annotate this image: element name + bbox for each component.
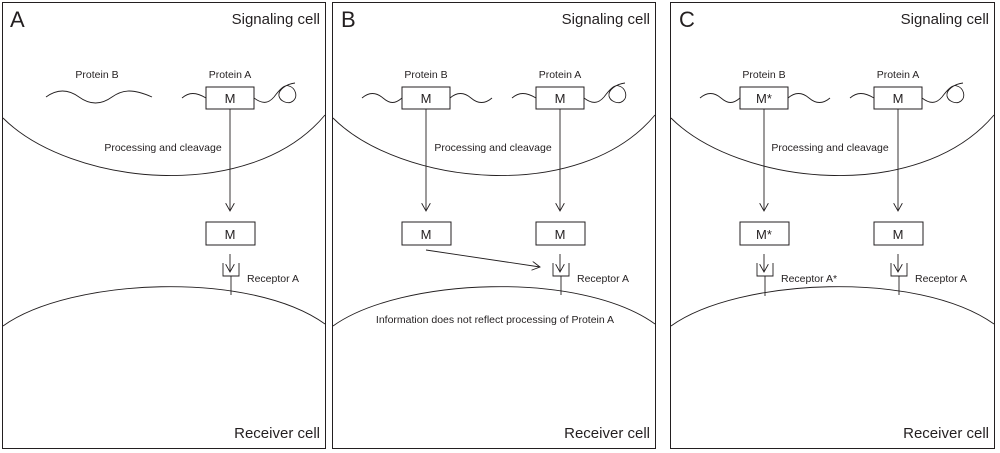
- receptor-label: Receptor A: [915, 273, 967, 285]
- protein-a-chain-left: [181, 93, 207, 99]
- panel-b: B Signaling cell Receiver cell Protein B…: [332, 2, 656, 449]
- protein-b-chain-left: [361, 93, 403, 103]
- receiver-cell-membrane: [670, 286, 995, 327]
- protein-a-chain-left: [511, 93, 537, 99]
- protein-a-chain-left: [849, 93, 875, 99]
- panel-letter: A: [10, 7, 25, 32]
- m-star-ligand-label: M*: [756, 227, 772, 242]
- panel-frame: [2, 2, 326, 449]
- protein-a-label: Protein A: [539, 69, 582, 81]
- protein-a-m-label: M: [225, 91, 236, 106]
- receptor-star-label: Receptor A*: [781, 273, 837, 285]
- protein-a-m-label: M: [893, 91, 904, 106]
- signaling-cell-label: Signaling cell: [901, 11, 989, 28]
- information-note: Information does not reflect processing …: [376, 314, 614, 326]
- protein-a-tail: [921, 82, 965, 104]
- receiver-cell-membrane: [332, 286, 656, 327]
- receptor-a: [222, 263, 240, 295]
- protein-b-label: Protein B: [75, 69, 118, 81]
- processing-label: Processing and cleavage: [771, 142, 888, 154]
- processing-label: Processing and cleavage: [434, 142, 551, 154]
- receiver-cell-label: Receiver cell: [903, 425, 989, 442]
- protein-b-m-label: M*: [756, 91, 772, 106]
- protein-b-chain-right: [787, 93, 831, 103]
- m-ligand-label-b: M: [421, 227, 432, 242]
- receptor-label: Receptor A: [577, 273, 629, 285]
- receptor-a: [552, 263, 570, 295]
- panel-c: C Signaling cell Receiver cell Protein B…: [670, 2, 995, 449]
- receiver-cell-label: Receiver cell: [234, 425, 320, 442]
- protein-b-m-label: M: [421, 91, 432, 106]
- cross-binding-arrow: [425, 249, 540, 267]
- receptor-a: [890, 263, 908, 295]
- receptor-label: Receptor A: [247, 273, 299, 285]
- m-ligand-box-a: [535, 221, 586, 246]
- m-star-ligand-box: [739, 221, 790, 246]
- m-ligand-box: [205, 221, 256, 246]
- signaling-cell-label: Signaling cell: [232, 11, 320, 28]
- receiver-cell-label: Receiver cell: [564, 425, 650, 442]
- protein-a-label: Protein A: [209, 69, 252, 81]
- m-ligand-label-a: M: [555, 227, 566, 242]
- protein-a-tail: [253, 82, 297, 104]
- protein-b-chain-left: [699, 93, 741, 103]
- protein-b-label: Protein B: [742, 69, 785, 81]
- panel-frame: [332, 2, 656, 449]
- m-ligand-label: M: [225, 227, 236, 242]
- processing-label: Processing and cleavage: [104, 142, 221, 154]
- signaling-cell-membrane: [2, 114, 326, 176]
- m-ligand-box: [873, 221, 924, 246]
- signaling-cell-label: Signaling cell: [562, 11, 650, 28]
- protein-b-chain: [45, 90, 153, 104]
- signaling-cell-membrane: [670, 114, 995, 176]
- m-ligand-label: M: [893, 227, 904, 242]
- panel-a: A Signaling cell Receiver cell Protein B…: [2, 2, 326, 449]
- protein-a-m-label: M: [555, 91, 566, 106]
- protein-b-label: Protein B: [404, 69, 447, 81]
- receiver-cell-membrane: [2, 286, 326, 327]
- panel-letter: C: [679, 7, 695, 32]
- protein-a-label: Protein A: [877, 69, 920, 81]
- signaling-cell-membrane: [332, 114, 656, 176]
- panel-frame: [670, 2, 995, 449]
- protein-b-chain-right: [449, 93, 493, 103]
- m-ligand-box-b: [401, 221, 452, 246]
- protein-a-tail: [583, 82, 627, 104]
- panel-letter: B: [341, 7, 356, 32]
- receptor-a-star: [756, 263, 774, 296]
